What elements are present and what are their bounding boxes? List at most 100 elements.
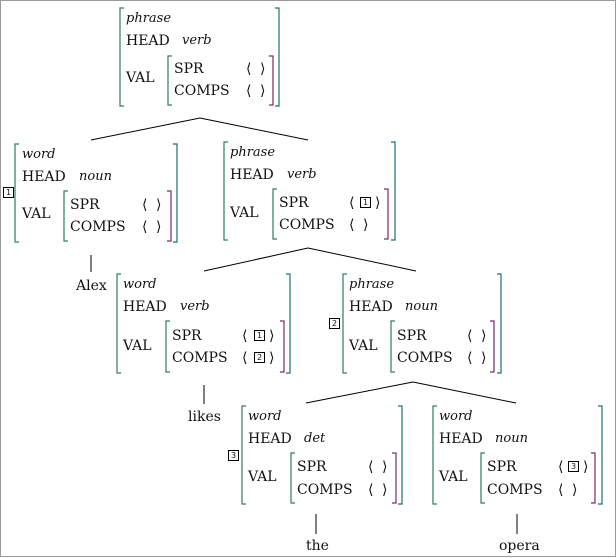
tag-box-3: 3 [228,450,239,461]
comps-feature: COMPS [70,219,126,235]
bracket-val-left-vp [272,188,277,240]
tag-box-1: 1 [254,330,265,341]
bracket-val-right-alex [167,190,172,242]
comps-feature: COMPS [174,83,230,99]
type-label: word [22,147,56,162]
spr-langle: ⟨ [467,328,473,344]
spr-langle: ⟨ [368,459,374,475]
spr-langle: ⟨ [349,195,355,211]
bracket-right-the [398,405,403,505]
branch-np-det [305,381,414,404]
comps-feature: COMPS [279,217,335,233]
comps-rangle: ⟩ [260,83,266,99]
comps-langle: ⟨ [558,482,564,498]
bracket-val-left-alex [63,190,68,242]
type-label: phrase [230,145,276,160]
bracket-left-alex [14,143,19,243]
bracket-val-right-opera [591,452,596,504]
comps-feature: COMPS [487,482,543,498]
spr-rangle: ⟩ [583,459,589,475]
bracket-val-right-the [392,452,397,504]
head-feature: HEAD [123,299,167,315]
val-feature: VAL [439,469,468,485]
comps-feature: COMPS [297,482,353,498]
type-label: word [123,277,157,292]
bracket-val-right-likes [280,320,285,373]
comps-langle: ⟨ [368,482,374,498]
comps-rangle: ⟩ [382,482,388,498]
val-feature: VAL [230,205,259,221]
bracket-right-alex [173,143,178,243]
tag-box-3: 3 [568,461,579,472]
spr-rangle: ⟩ [269,328,275,344]
val-feature: VAL [22,206,51,222]
tag-box-2: 2 [329,318,340,329]
bracket-right-root [275,7,280,107]
spr-rangle: ⟩ [481,328,487,344]
leaf-alex: Alex [76,278,107,294]
tag-box-1: 1 [3,187,14,198]
spr-feature: SPR [70,197,100,213]
leaf-likes: likes [188,409,221,425]
spr-rangle: ⟩ [260,61,266,77]
bracket-left-vp [223,141,228,241]
spr-langle: ⟨ [558,459,564,475]
spr-feature: SPR [297,459,327,475]
bracket-left-root [119,7,124,107]
branch-vp-v [203,247,309,272]
spr-langle: ⟨ [142,197,148,213]
spr-feature: SPR [279,195,309,211]
bracket-val-right-np [490,320,495,373]
bracket-left-np [342,273,347,374]
tag-box-2: 2 [254,352,265,363]
bracket-val-left-root [167,55,172,106]
comps-rangle: ⟩ [269,350,275,366]
head-feature: HEAD [248,431,292,447]
spr-feature: SPR [172,328,202,344]
type-label: word [248,409,282,424]
comps-langle: ⟨ [349,217,355,233]
val-feature: VAL [248,469,277,485]
head-value: noun [405,299,438,314]
bracket-left-opera [432,405,437,505]
head-feature: HEAD [349,299,393,315]
head-feature: HEAD [126,33,170,49]
comps-rangle: ⟩ [572,482,578,498]
spr-langle: ⟨ [246,61,252,77]
head-feature: HEAD [230,167,274,183]
spr-feature: SPR [397,328,427,344]
bracket-right-vp [391,141,396,241]
head-value: det [304,431,326,446]
spr-langle: ⟨ [242,328,248,344]
bracket-right-np [497,273,502,374]
comps-feature: COMPS [397,350,453,366]
leaf-the: the [306,538,329,554]
val-feature: VAL [349,338,378,354]
branch-vp-np [307,247,417,272]
bracket-val-left-likes [165,320,170,373]
head-value: noun [495,431,528,446]
spr-feature: SPR [487,459,517,475]
head-value: verb [287,167,317,182]
spr-feature: SPR [174,61,204,77]
comps-feature: COMPS [172,350,228,366]
val-feature: VAL [123,338,152,354]
comps-langle: ⟨ [242,350,248,366]
bracket-val-left-np [390,320,395,373]
comps-rangle: ⟩ [156,219,162,235]
type-label: word [439,409,473,424]
spr-rangle: ⟩ [375,195,381,211]
head-value: verb [180,299,210,314]
bracket-left-likes [116,273,121,374]
type-label: phrase [126,11,172,26]
head-value: noun [79,169,112,184]
head-value: verb [182,33,212,48]
bracket-val-left-opera [480,452,485,504]
bracket-val-right-root [269,55,274,106]
branch-s-vp [199,117,309,141]
comps-langle: ⟨ [142,219,148,235]
bracket-right-opera [598,405,603,505]
comps-rangle: ⟩ [363,217,369,233]
